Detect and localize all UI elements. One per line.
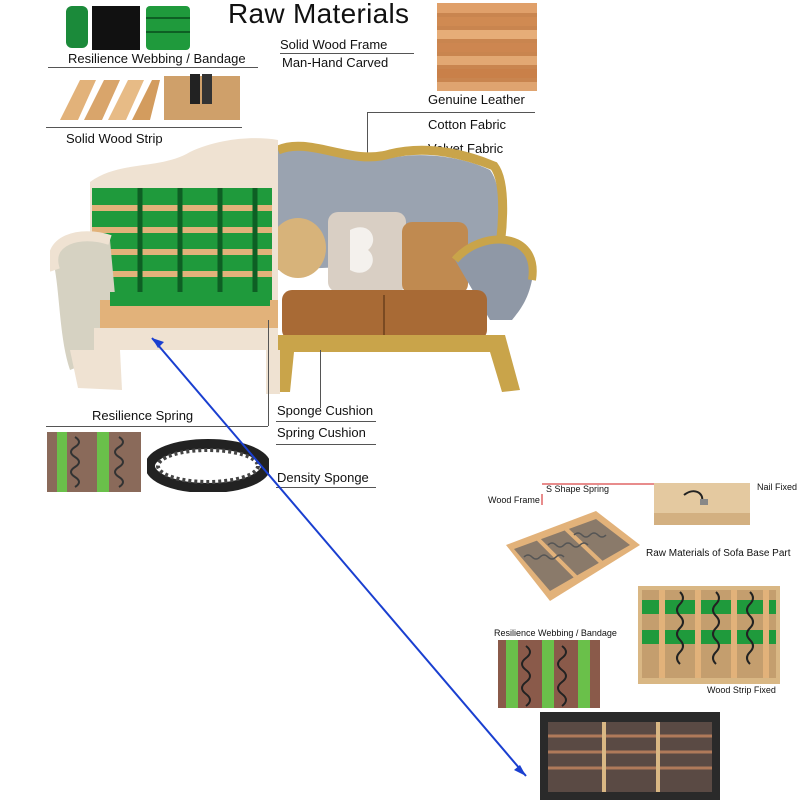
spring-closeup-image	[47, 432, 141, 492]
label-base-title: Raw Materials of Sofa Base Part	[646, 548, 791, 559]
label-nail: Nail Fixed	[757, 482, 798, 492]
webbing-spring-photo	[638, 586, 780, 684]
label-s-spring: S Shape Spring	[546, 484, 610, 494]
spring-coil-image	[147, 434, 269, 492]
label-wood-strip: Wood Strip Fixed	[707, 685, 776, 695]
label-webbing: Resilience Webbing / Bandage	[68, 51, 246, 66]
leader-line	[276, 421, 376, 422]
label-carved: Man-Hand Carved	[282, 55, 389, 70]
spring-coil-photo	[147, 434, 269, 492]
base-underside-image	[540, 712, 720, 800]
label-density: Density Sponge	[277, 470, 369, 485]
label-spring: Resilience Spring	[92, 408, 194, 423]
label-spring-cushion: Spring Cushion	[277, 425, 366, 440]
leader-line	[276, 444, 376, 445]
webbing-rolls-image	[62, 4, 194, 50]
leader-line	[46, 426, 268, 427]
wood-planks-photo	[437, 3, 537, 91]
page-title: Raw Materials	[228, 0, 410, 29]
label-wood-frame: Wood Frame	[488, 495, 540, 505]
wood-strip-photo	[60, 70, 242, 124]
label-sponge-cushion: Sponge Cushion	[277, 403, 374, 418]
leader-line	[46, 127, 242, 128]
label-base-webbing: Resilience Webbing / Bandage	[494, 628, 617, 638]
label-frame: Solid Wood Frame	[280, 37, 388, 52]
leader-line	[367, 112, 535, 113]
sofa-photo	[50, 130, 540, 400]
label-leather: Genuine Leather	[428, 92, 525, 107]
spring-closeup-photo	[47, 432, 141, 492]
leader-line	[48, 67, 258, 68]
wood-planks-image	[437, 3, 537, 91]
label-strip: Solid Wood Strip	[66, 131, 163, 146]
nail-image	[654, 483, 750, 525]
base-underside-photo	[540, 712, 720, 800]
leader-line	[276, 487, 376, 488]
sofa-image	[50, 138, 537, 394]
leader-line	[280, 53, 414, 54]
leader-line	[268, 320, 269, 426]
leader-line	[320, 350, 321, 408]
webbing-closeup-image	[498, 640, 600, 708]
webbing-spring-image	[638, 586, 780, 684]
base-frame-photo	[500, 505, 642, 605]
webbing-rolls-photo	[62, 4, 194, 50]
webbing-closeup-photo	[498, 640, 600, 708]
wood-strip-image	[60, 70, 242, 124]
label-cotton: Cotton Fabric	[428, 117, 507, 132]
base-frame-image	[500, 505, 642, 605]
nail-photo	[654, 483, 750, 525]
